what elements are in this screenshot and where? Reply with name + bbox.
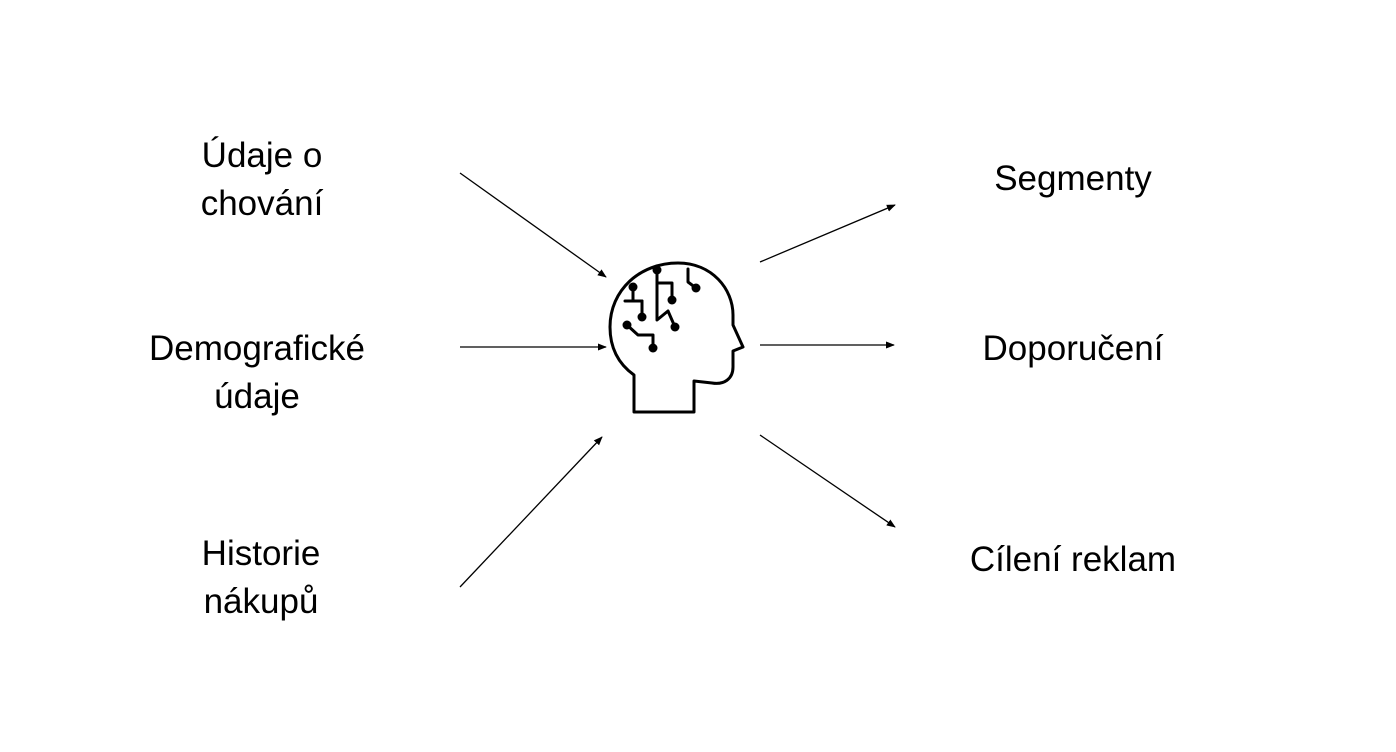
label-line: chování <box>200 184 324 223</box>
label-line: Historie <box>201 534 321 573</box>
label-line: Segmenty <box>994 159 1152 198</box>
output-label-recommendations: Doporučení <box>950 325 1196 373</box>
output-label-segments: Segmenty <box>950 155 1196 203</box>
label-line: Demografické <box>149 329 365 368</box>
arrow-behavior-to-ai <box>459 172 607 278</box>
output-label-ad-targeting: Cílení reklam <box>950 536 1196 584</box>
input-label-purchase-history: Historie nákupů <box>130 530 392 626</box>
label-line: údaje <box>214 377 300 416</box>
arrow-purchases-to-ai <box>459 436 603 588</box>
label-line: Cílení reklam <box>969 540 1177 579</box>
input-label-demographic-data: Demografické údaje <box>130 325 384 421</box>
ai-brain-head-icon <box>608 261 745 414</box>
arrow-ai-to-ad-targeting <box>759 434 896 528</box>
arrow-ai-to-segments <box>759 204 896 263</box>
label-line: nákupů <box>203 582 319 621</box>
label-line: Doporučení <box>982 329 1164 368</box>
input-label-behavior-data: Údaje o chování <box>130 132 394 228</box>
label-line: Údaje o <box>201 136 323 175</box>
